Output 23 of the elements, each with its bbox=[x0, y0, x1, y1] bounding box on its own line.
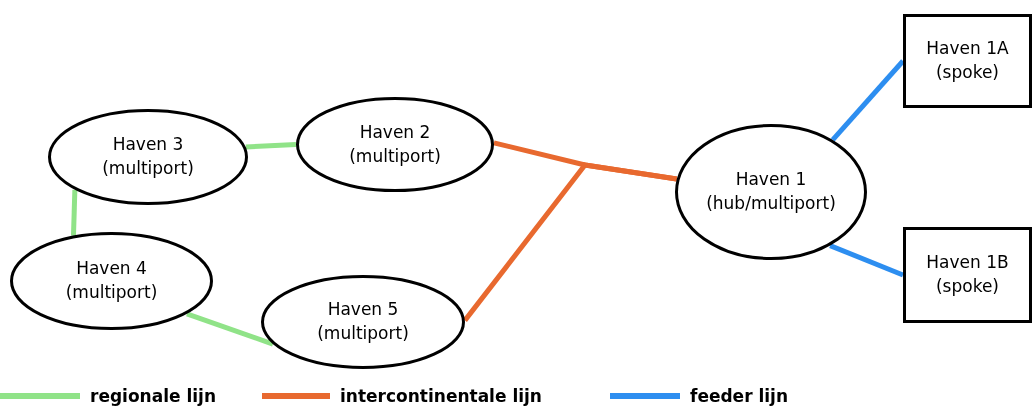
port-ellipse bbox=[48, 109, 248, 205]
connector-line bbox=[462, 162, 678, 322]
port-label: Haven 3 (multiport) bbox=[101, 133, 195, 180]
legend-label: feeder lijn bbox=[690, 386, 789, 406]
port-label: Haven 4 (multiport) bbox=[64, 257, 159, 304]
port-ellipse bbox=[10, 232, 213, 330]
connector-line bbox=[71, 189, 78, 236]
port-box bbox=[903, 14, 1032, 108]
connector-line bbox=[830, 59, 905, 142]
port-label: Haven 1B (spoke) bbox=[925, 251, 1010, 298]
port-label: Haven 1A (spoke) bbox=[925, 37, 1010, 84]
legend-label: regionale lijn bbox=[90, 386, 217, 406]
connector-line bbox=[829, 243, 904, 278]
port-label: Haven 1 (hub/multiport) bbox=[705, 168, 837, 215]
legend-label: intercontinentale lijn bbox=[340, 386, 542, 406]
port-ellipse bbox=[296, 97, 494, 192]
port-label: Haven 2 (multiport) bbox=[348, 120, 442, 168]
port-ellipse bbox=[675, 124, 867, 260]
port-box bbox=[903, 227, 1032, 323]
connector-line bbox=[186, 311, 274, 347]
connector-line bbox=[245, 142, 297, 150]
port-label: Haven 5 (multiport) bbox=[316, 298, 410, 345]
port-ellipse bbox=[261, 275, 465, 369]
